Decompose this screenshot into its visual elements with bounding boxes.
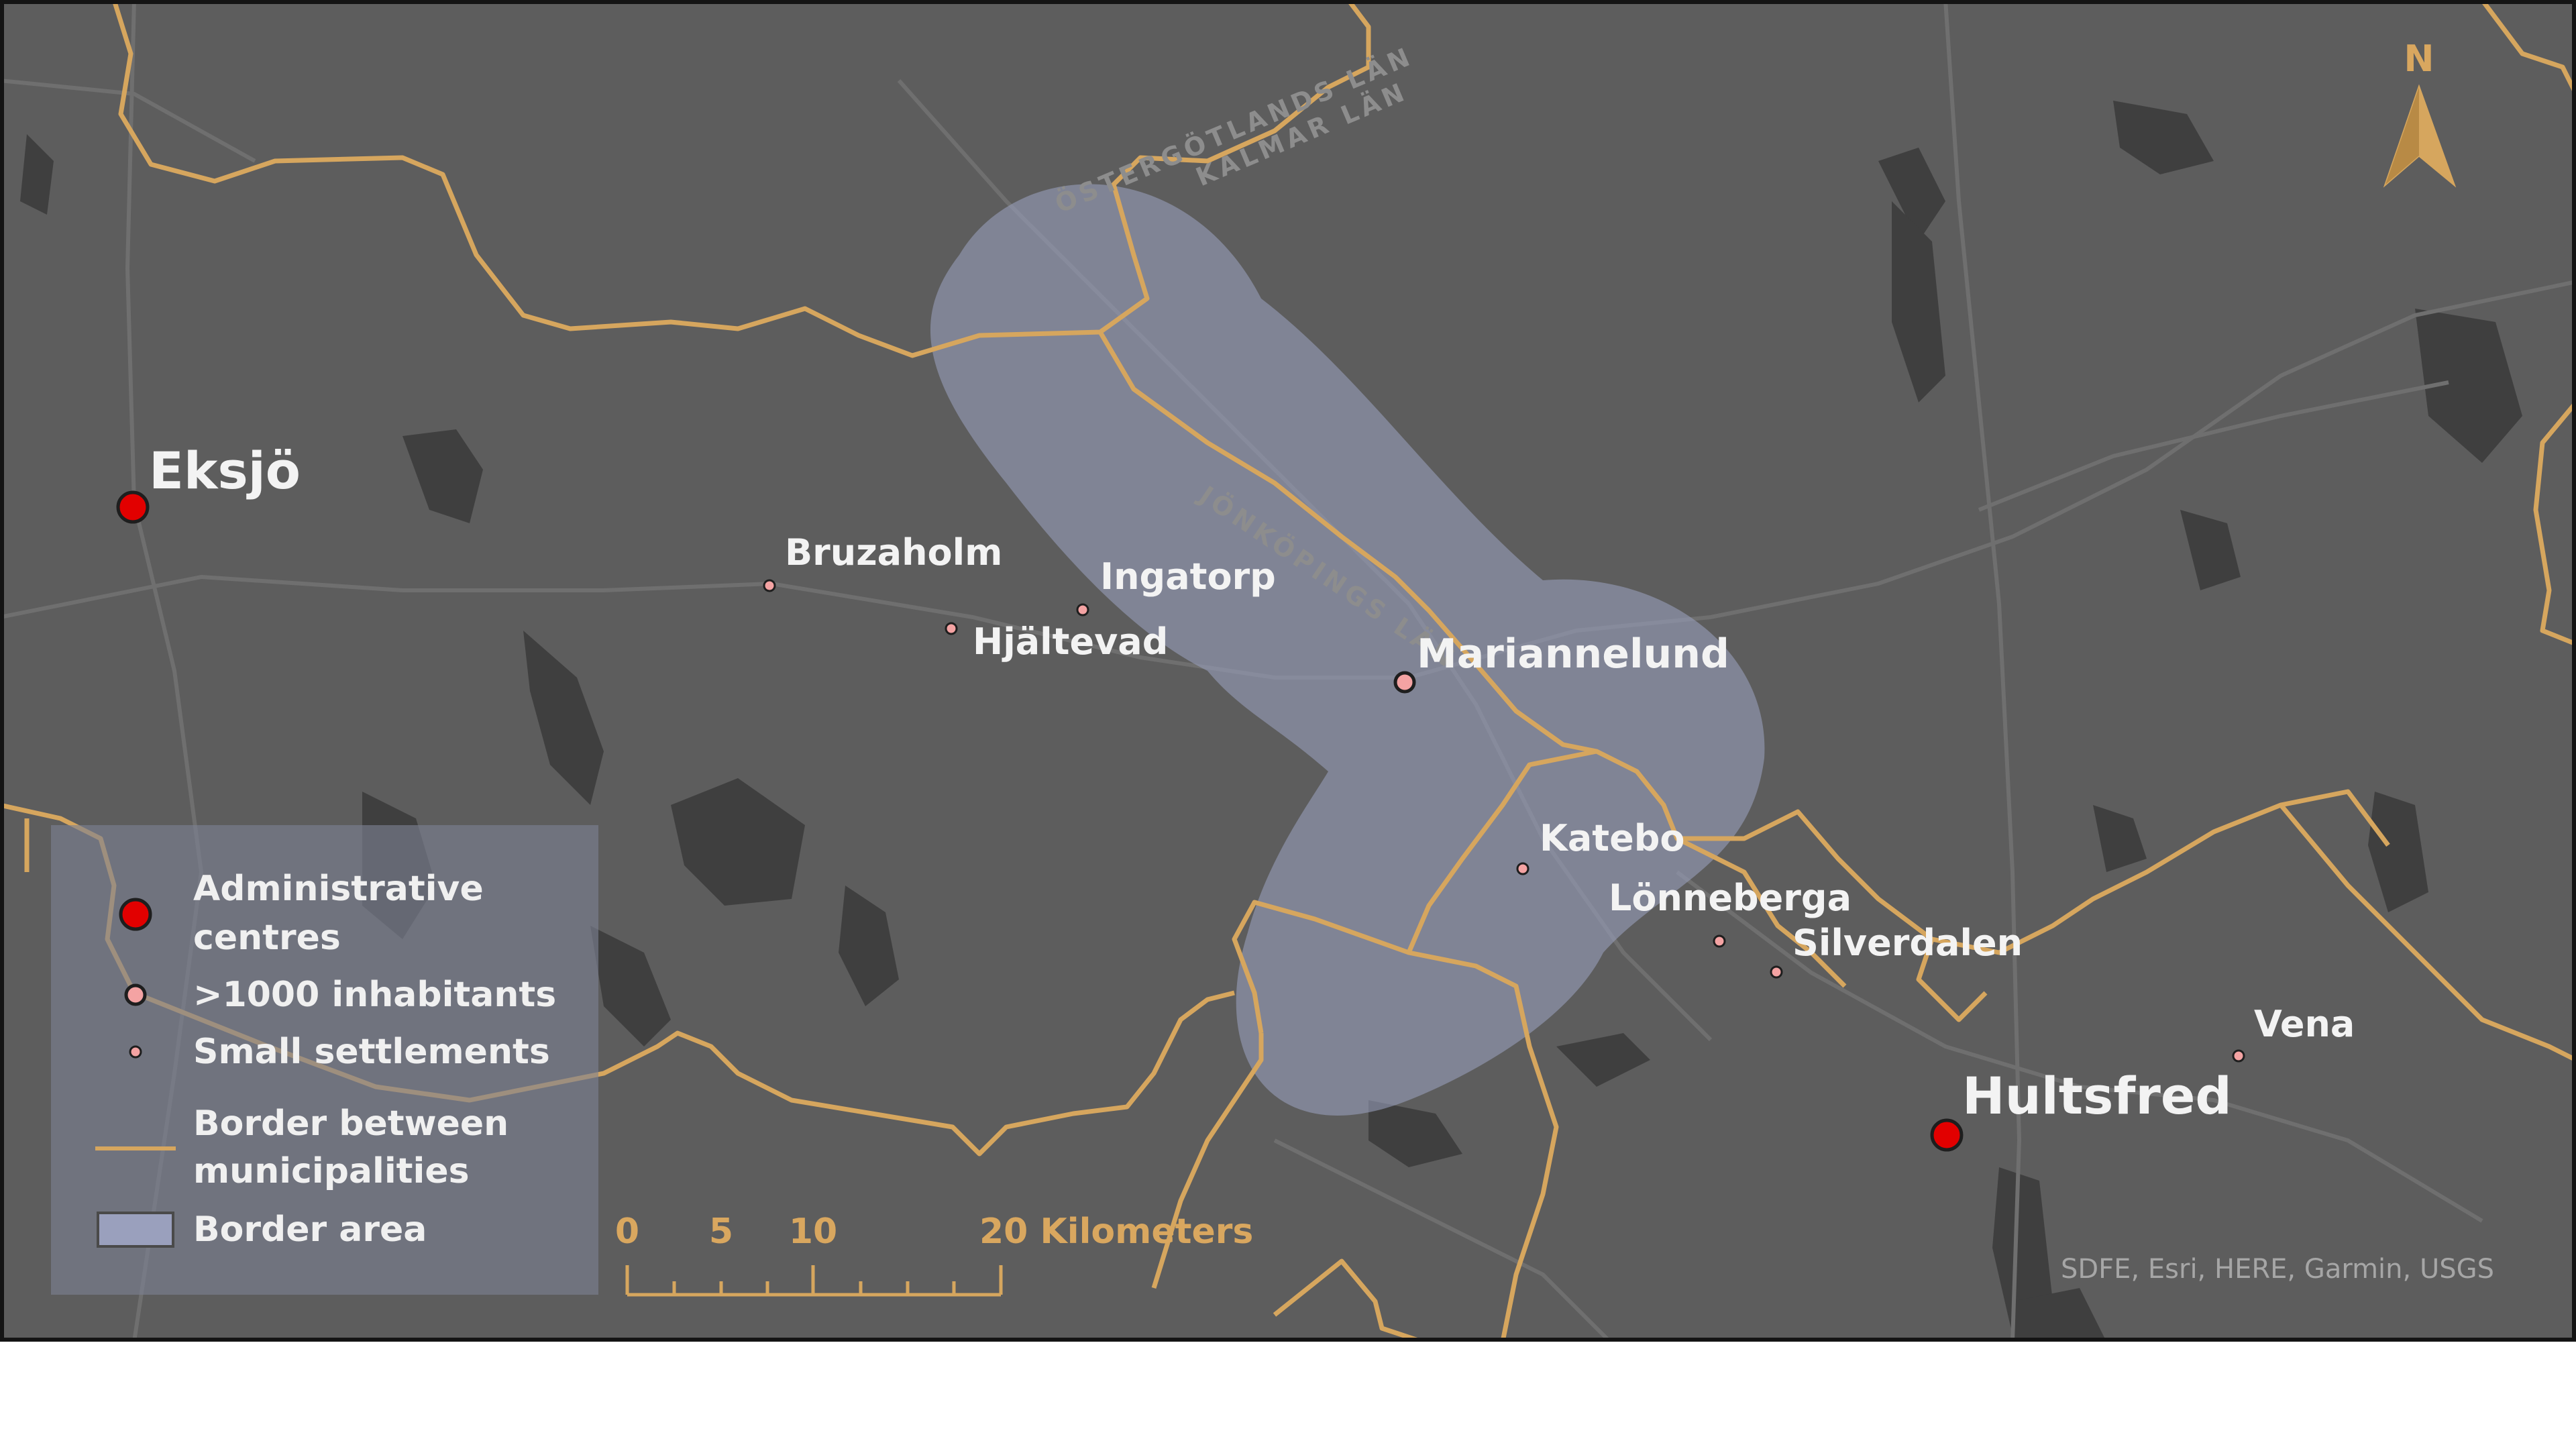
label-hultsfred: Hultsfred (1962, 1066, 2232, 1126)
admin-centre-hultsfred[interactable]: Hultsfred (1930, 1066, 2232, 1152)
legend-label-admin-1: Administrative (193, 869, 484, 909)
settlement-mariannelund[interactable]: Mariannelund (1393, 631, 1729, 694)
legend-label-border-area: Border area (193, 1210, 427, 1250)
settlement-bruzaholm[interactable]: Bruzaholm (763, 531, 1002, 592)
settlement-lonneberga[interactable]: Lönneberga (1609, 877, 1851, 948)
legend: Administrative centres >1000 inhabitants… (51, 825, 598, 1295)
legend-symbol-border-area (97, 1212, 174, 1248)
label-mariannelund: Mariannelund (1417, 631, 1729, 678)
north-arrow: N (2383, 38, 2457, 188)
settlement-ingatorp[interactable]: Ingatorp (1076, 555, 1276, 616)
north-label: N (2404, 38, 2434, 80)
legend-label-large: >1000 inhabitants (193, 975, 556, 1015)
scale-label-5: 5 (709, 1212, 733, 1252)
label-lonneberga: Lönneberga (1609, 877, 1851, 919)
map-svg: ÖSTERGÖTLANDS LÄN KALMAR LÄN JÖNKÖPINGS … (0, 0, 2576, 1342)
attribution-credits: SDFE, Esri, HERE, Garmin, USGS (2061, 1254, 2494, 1285)
border-area-polygon (930, 184, 1765, 1116)
map-canvas[interactable]: ÖSTERGÖTLANDS LÄN KALMAR LÄN JÖNKÖPINGS … (0, 0, 2576, 1342)
label-ingatorp: Ingatorp (1100, 555, 1276, 598)
map-frame (0, 0, 2576, 1342)
scale-label-20: 20 Kilometers (979, 1212, 1253, 1252)
legend-symbol-admin-centre (119, 898, 152, 931)
legend-symbol-small-settlement (129, 1045, 142, 1059)
scale-bar: 0 5 10 20 Kilometers (615, 1212, 1253, 1297)
scale-label-0: 0 (615, 1212, 639, 1252)
settlement-hjaltevad[interactable]: Hjältevad (945, 621, 1168, 663)
label-silverdalen: Silverdalen (1792, 922, 2023, 964)
scale-label-10: 10 (789, 1212, 837, 1252)
legend-label-admin-2: centres (193, 918, 341, 958)
legend-symbol-large-settlement (124, 983, 147, 1006)
legend-label-border-2: municipalities (193, 1151, 470, 1191)
label-katebo: Katebo (1540, 817, 1684, 859)
settlement-silverdalen[interactable]: Silverdalen (1770, 922, 2023, 979)
settlement-katebo[interactable]: Katebo (1516, 817, 1684, 875)
label-vena: Vena (2254, 1003, 2355, 1045)
scale-bar-line (625, 1265, 1003, 1297)
label-bruzaholm: Bruzaholm (785, 531, 1002, 574)
label-eksjo: Eksjö (149, 441, 301, 500)
water-bodies (20, 101, 2522, 1342)
settlement-vena[interactable]: Vena (2232, 1003, 2355, 1063)
legend-label-border-1: Border between (193, 1104, 508, 1144)
legend-label-small: Small settlements (193, 1032, 550, 1072)
label-hjaltevad: Hjältevad (973, 621, 1168, 663)
admin-centre-eksjo[interactable]: Eksjö (116, 441, 301, 524)
